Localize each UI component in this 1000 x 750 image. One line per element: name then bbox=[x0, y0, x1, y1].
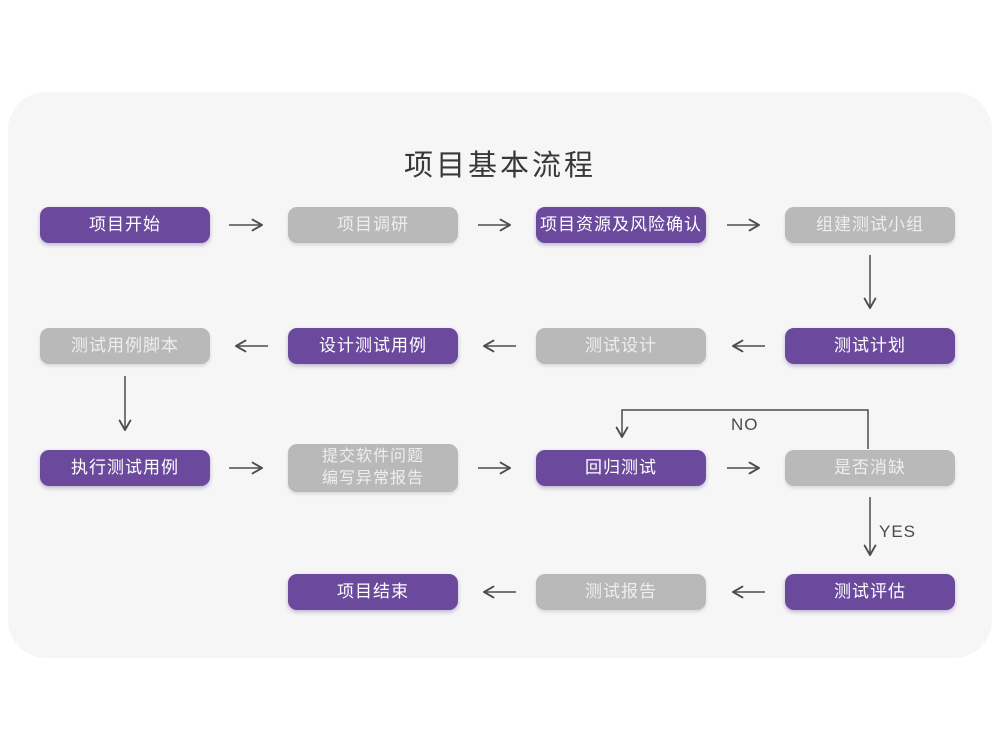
node-label: 项目结束 bbox=[337, 581, 409, 601]
node-test-case-script: 测试用例脚本 bbox=[40, 328, 210, 364]
node-resources-risk: 项目资源及风险确认 bbox=[536, 207, 706, 243]
node-test-report: 测试报告 bbox=[536, 574, 706, 610]
node-label-line2: 编写异常报告 bbox=[321, 470, 424, 487]
node-label: 测试用例脚本 bbox=[71, 335, 179, 355]
node-label: 项目资源及风险确认 bbox=[540, 214, 702, 234]
node-label-line1: 提交软件问题 bbox=[321, 448, 424, 466]
node-test-evaluation: 测试评估 bbox=[785, 574, 955, 610]
node-label: 设计测试用例 bbox=[319, 335, 427, 355]
node-execute-test-cases: 执行测试用例 bbox=[40, 450, 210, 486]
node-label: 项目开始 bbox=[89, 214, 161, 234]
node-label: 测试报告 bbox=[585, 581, 657, 601]
node-project-end: 项目结束 bbox=[288, 574, 458, 610]
node-label: 测试设计 bbox=[585, 335, 657, 355]
node-label: 执行测试用例 bbox=[71, 457, 179, 477]
node-defect-cleared: 是否消缺 bbox=[785, 450, 955, 486]
node-label: 项目调研 bbox=[337, 214, 409, 234]
node-submit-issues: 提交软件问题 编写异常报告 bbox=[288, 444, 458, 492]
node-project-start: 项目开始 bbox=[40, 207, 210, 243]
node-label: 测试计划 bbox=[834, 335, 906, 355]
node-test-design: 测试设计 bbox=[536, 328, 706, 364]
flowchart-card bbox=[8, 92, 992, 658]
node-regression-test: 回归测试 bbox=[536, 450, 706, 486]
node-design-test-cases: 设计测试用例 bbox=[288, 328, 458, 364]
node-label: 组建测试小组 bbox=[816, 214, 924, 234]
branch-label-no: NO bbox=[731, 415, 759, 434]
node-build-test-team: 组建测试小组 bbox=[785, 207, 955, 243]
node-label: 测试评估 bbox=[834, 581, 906, 601]
node-label: 回归测试 bbox=[585, 457, 657, 477]
node-test-plan: 测试计划 bbox=[785, 328, 955, 364]
node-label: 是否消缺 bbox=[834, 457, 906, 477]
diagram-title: 项目基本流程 bbox=[403, 150, 596, 182]
branch-label-yes: YES bbox=[879, 522, 917, 541]
node-project-research: 项目调研 bbox=[288, 207, 458, 243]
